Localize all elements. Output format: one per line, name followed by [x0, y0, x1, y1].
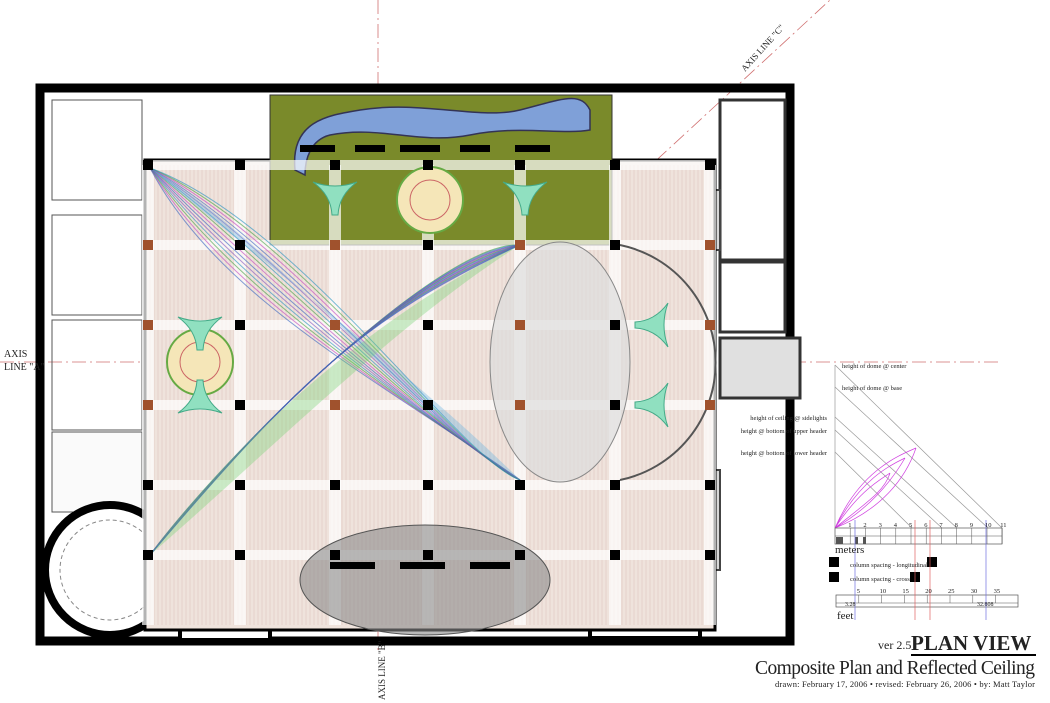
column	[423, 240, 433, 250]
feet-tick: 35	[994, 588, 1001, 595]
column	[515, 320, 525, 330]
feet-tick: 20	[925, 588, 932, 595]
column	[423, 480, 433, 490]
column	[143, 550, 153, 560]
column	[515, 480, 525, 490]
legend-upper-header: height @ bottom of upper header	[741, 428, 828, 435]
column	[610, 400, 620, 410]
column-spacing-cross: column spacing - cross	[850, 576, 910, 583]
column	[705, 550, 715, 560]
fan-vault	[177, 379, 223, 414]
column	[143, 480, 153, 490]
column	[235, 320, 245, 330]
oval-plaza	[299, 524, 551, 636]
feet-tick: 15	[902, 588, 909, 595]
column	[330, 240, 340, 250]
column	[235, 400, 245, 410]
feet-tick: 25	[948, 588, 955, 595]
meter-tick: 11	[1000, 522, 1006, 529]
legend-ceiling-sidelights: height of ceiling @ sidelights	[750, 415, 827, 422]
credits: drawn: February 17, 2006 • revised: Febr…	[775, 679, 1035, 689]
fan-vault	[634, 382, 669, 428]
column	[330, 320, 340, 330]
column	[705, 240, 715, 250]
column-spacing-longitudinal: column spacing - longitudinal	[850, 562, 928, 569]
column	[423, 160, 433, 170]
axis-a-label: AXIS	[4, 349, 27, 360]
meter-tick: 7	[939, 522, 943, 529]
column	[610, 550, 620, 560]
column	[515, 160, 525, 170]
column	[330, 550, 340, 560]
fan-vault	[177, 316, 223, 351]
column	[423, 320, 433, 330]
columns	[143, 145, 715, 569]
feet-tick: 10	[880, 588, 887, 595]
meter-tick: 9	[970, 522, 973, 529]
plan-view-title: PLAN VIEW	[911, 631, 1031, 655]
legend-dome-center: height of dome @ center	[842, 363, 907, 370]
central-stair	[489, 241, 631, 483]
column	[705, 160, 715, 170]
feet-label: feet	[837, 610, 853, 622]
meters-label: meters	[835, 544, 864, 556]
column	[330, 400, 340, 410]
meter-tick: 2	[863, 522, 866, 529]
feet-tick: 30	[971, 588, 978, 595]
column	[423, 550, 433, 560]
meter-tick: 1	[848, 522, 851, 529]
column	[610, 480, 620, 490]
column	[235, 160, 245, 170]
feet-tick-labels: 5 10 15 20 25 30 35	[857, 588, 1000, 595]
feet-min: 3.28	[845, 602, 856, 608]
axis-c-label: AXIS LINE "C"	[739, 22, 786, 73]
column	[235, 550, 245, 560]
column	[143, 400, 153, 410]
column	[705, 480, 715, 490]
meter-tick: 8	[955, 522, 958, 529]
column	[235, 480, 245, 490]
column	[515, 240, 525, 250]
fan-vaults	[177, 181, 669, 428]
meter-tick: 3	[879, 522, 882, 529]
column	[705, 320, 715, 330]
fan-vault	[502, 181, 548, 216]
feet-max: 32.808	[977, 602, 994, 608]
version-label: ver 2.5	[878, 638, 911, 652]
feet-tick: 5	[857, 588, 860, 595]
column	[143, 160, 153, 170]
meter-tick-labels: 1 2 3 4 5 6 7 8 9 10 11	[848, 522, 1006, 529]
meter-tick: 6	[924, 522, 928, 529]
fan-vault	[634, 302, 669, 348]
column	[143, 320, 153, 330]
subtitle: Composite Plan and Reflected Ceiling	[755, 658, 1035, 679]
column	[143, 240, 153, 250]
column	[330, 480, 340, 490]
column	[705, 400, 715, 410]
title-underline	[911, 654, 1036, 656]
column	[330, 160, 340, 170]
column	[610, 240, 620, 250]
legend-lower-header: height @ bottom of lower header	[741, 450, 828, 457]
meter-tick: 4	[894, 522, 898, 529]
column	[515, 400, 525, 410]
fan-vault	[312, 181, 358, 216]
column	[235, 240, 245, 250]
axis-b-label: AXIS LINE "B"	[377, 640, 387, 700]
meter-tick: 10	[985, 522, 992, 529]
meter-tick: 5	[909, 522, 912, 529]
axis-a-label-2: LINE "A"	[4, 362, 45, 373]
height-diagram	[834, 364, 1003, 529]
legend-dome-base: height of dome @ base	[842, 385, 902, 392]
column	[610, 160, 620, 170]
column	[610, 320, 620, 330]
column	[515, 550, 525, 560]
curved-wall	[619, 244, 717, 481]
scale-bars	[829, 520, 1019, 620]
column	[423, 400, 433, 410]
